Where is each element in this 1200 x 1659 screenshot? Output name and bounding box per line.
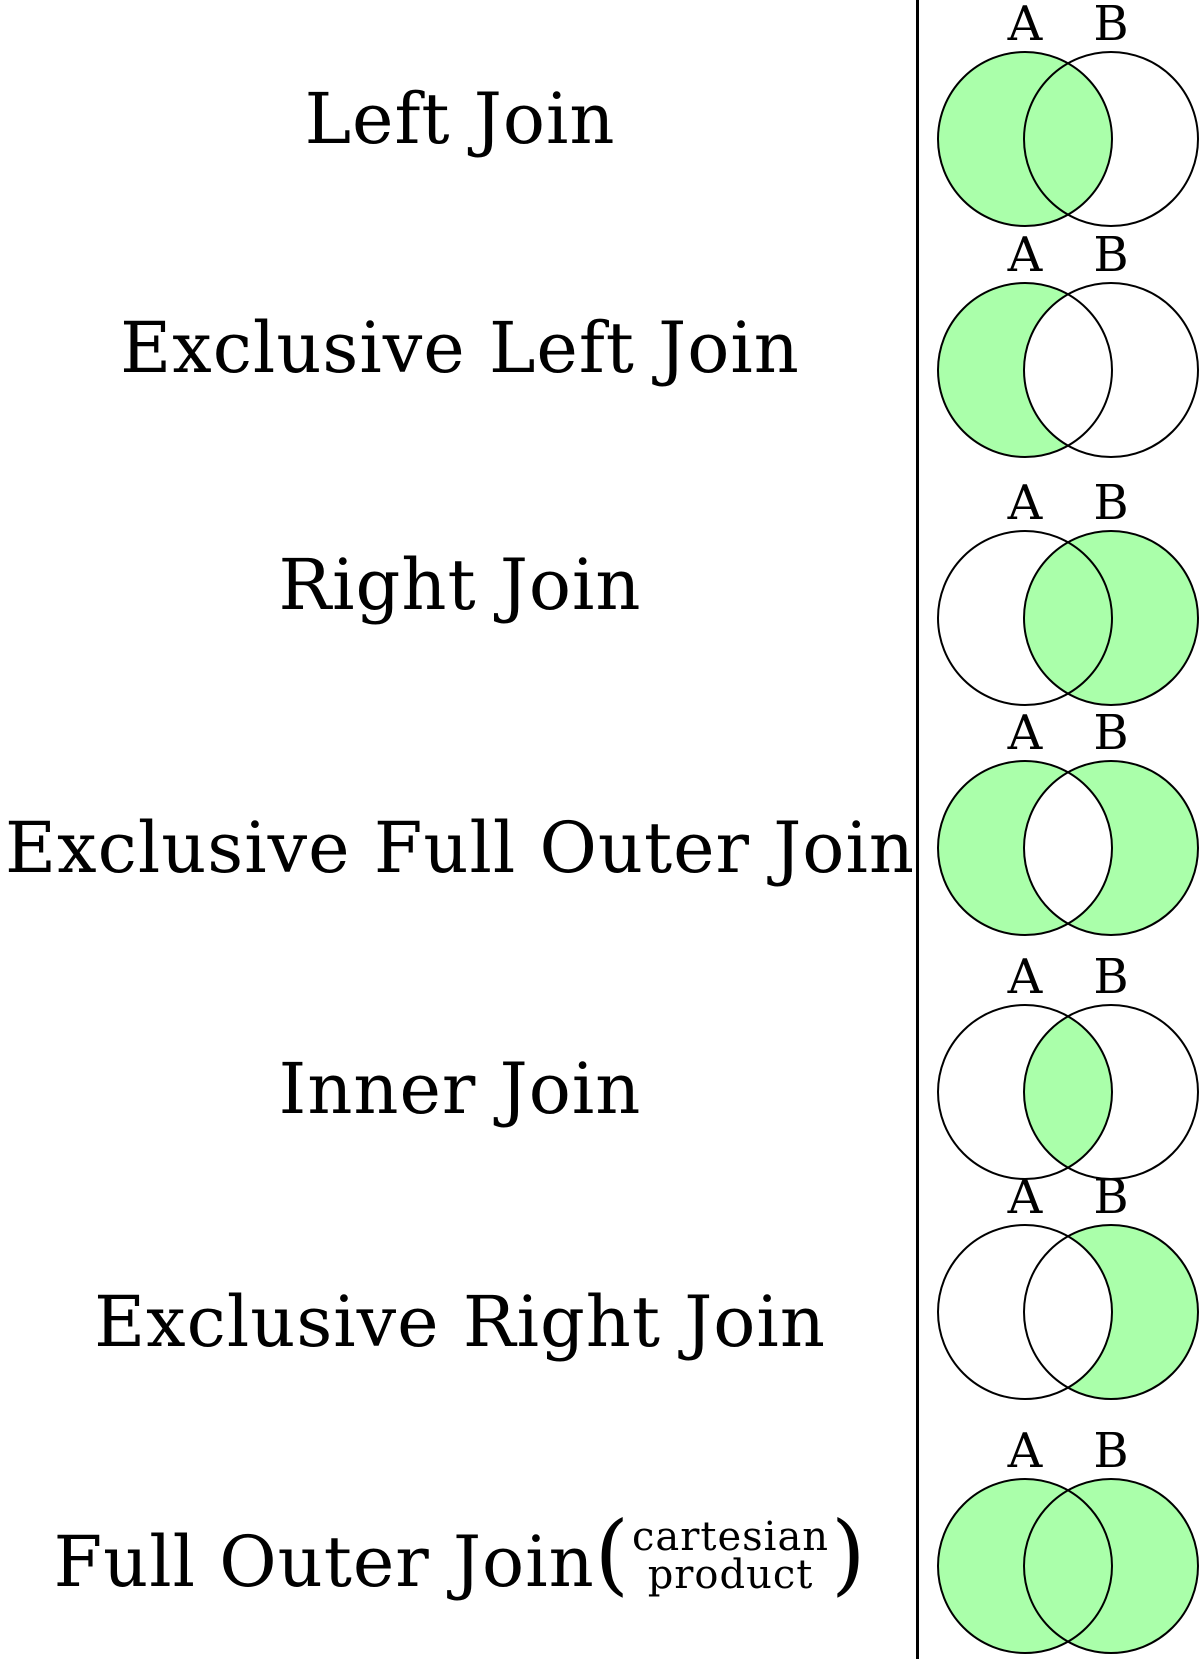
set-label-a: A — [1007, 953, 1044, 1005]
set-label-a: A — [1007, 479, 1044, 531]
set-label-b: B — [1093, 1173, 1128, 1225]
row-label-text: Left Join — [304, 78, 616, 160]
row-label-text: Right Join — [278, 544, 642, 626]
row-label-text: Exclusive Full Outer Join — [5, 807, 915, 889]
row-label-exclusive-left-join: Exclusive Left Join — [0, 313, 920, 383]
circle-a-outline — [937, 51, 1113, 227]
row-label-inner-join: Inner Join — [0, 1054, 920, 1124]
close-paren: ) — [831, 1502, 867, 1605]
set-label-a: A — [1007, 709, 1044, 761]
set-label-b: B — [1093, 1427, 1128, 1479]
row-label-text: Exclusive Left Join — [120, 307, 800, 389]
set-label-b: B — [1093, 231, 1128, 283]
note-top: cartesian — [632, 1514, 830, 1560]
circle-b-outline — [1023, 1224, 1199, 1400]
row-label-text: Exclusive Right Join — [94, 1281, 826, 1363]
circle-a-outline — [937, 1004, 1113, 1180]
circle-a-outline — [937, 282, 1113, 458]
set-label-a: A — [1007, 1173, 1044, 1225]
set-label-b: B — [1093, 0, 1128, 52]
row-label-exclusive-full-outer-join: Exclusive Full Outer Join — [0, 813, 920, 883]
circle-a-outline — [937, 530, 1113, 706]
circle-b-outline — [1023, 760, 1199, 936]
set-label-a: A — [1007, 1427, 1044, 1479]
circle-b-outline — [1023, 1004, 1199, 1180]
circle-b-outline — [1023, 530, 1199, 706]
circle-b-outline — [1023, 1478, 1199, 1654]
vertical-divider — [916, 0, 919, 1659]
row-label-exclusive-right-join: Exclusive Right Join — [0, 1287, 920, 1357]
note-bottom: product — [647, 1552, 814, 1598]
circle-a-outline — [937, 1478, 1113, 1654]
set-label-b: B — [1093, 709, 1128, 761]
circle-b-outline — [1023, 282, 1199, 458]
circle-a-outline — [937, 1224, 1113, 1400]
set-label-a: A — [1007, 231, 1044, 283]
row-label-left-join: Left Join — [0, 84, 920, 154]
row-label-text: Full Outer Join — [53, 1521, 595, 1603]
row-label-text: Inner Join — [278, 1048, 642, 1130]
row-label-right-join: Right Join — [0, 550, 920, 620]
circle-b-outline — [1023, 51, 1199, 227]
set-label-b: B — [1093, 479, 1128, 531]
set-label-b: B — [1093, 953, 1128, 1005]
open-paren: ( — [594, 1502, 631, 1605]
circle-a-outline — [937, 760, 1113, 936]
set-label-a: A — [1007, 0, 1044, 52]
